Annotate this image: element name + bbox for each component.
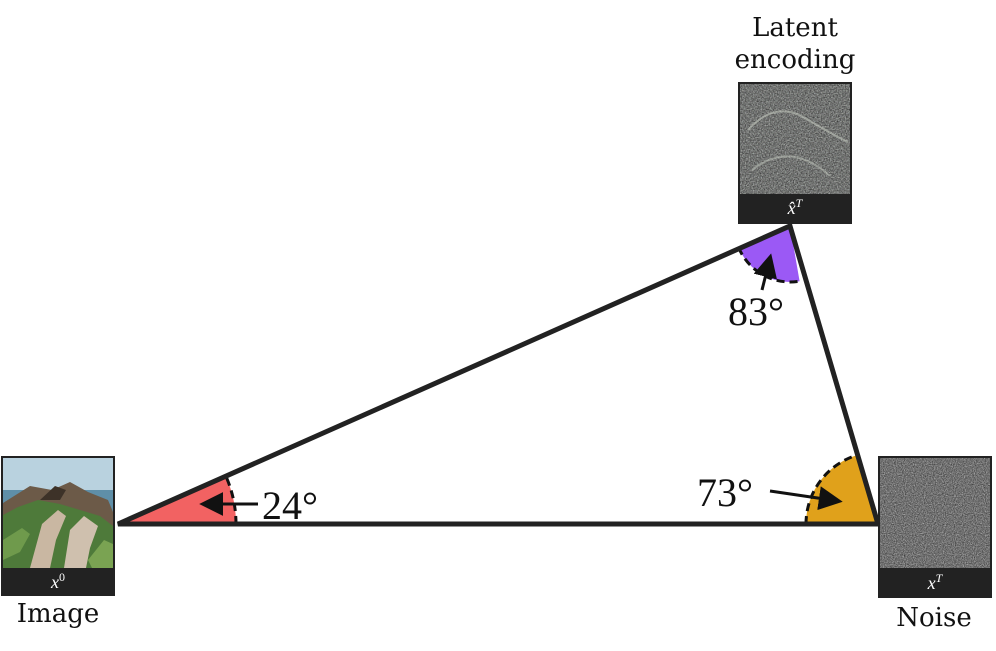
latent-angle-arrow <box>753 253 777 291</box>
image-caption-bar <box>3 568 113 594</box>
latent-angle-label: 83° <box>728 289 784 334</box>
latent-noise-image <box>740 84 850 194</box>
noise-label: Noise <box>896 603 971 633</box>
noise-angle-label: 73° <box>697 470 753 515</box>
image-angle-label: 24° <box>262 483 318 528</box>
noise-image <box>880 458 990 568</box>
landscape-image <box>3 458 113 568</box>
noise-caption-bar <box>880 568 990 596</box>
image-angle-arc <box>224 475 238 525</box>
image-math-label: x0 <box>50 570 65 592</box>
latent-angle-arc <box>737 246 800 284</box>
noise-angle-arc <box>804 452 861 525</box>
image-node: x0 Image <box>1 456 115 629</box>
latent-caption-bar <box>740 194 850 222</box>
noise-math-label: xT <box>927 571 944 593</box>
latent-label-line1: Latent <box>752 13 838 43</box>
noise-angle-arrow <box>769 486 843 511</box>
latent-node: Latent encoding x̂T <box>735 13 856 224</box>
image-label: Image <box>17 599 99 629</box>
latent-math-label: x̂T <box>787 196 804 218</box>
triangle-edges <box>116 222 882 527</box>
noise-node: xT Noise <box>878 456 992 633</box>
latent-label-line2: encoding <box>735 45 856 75</box>
